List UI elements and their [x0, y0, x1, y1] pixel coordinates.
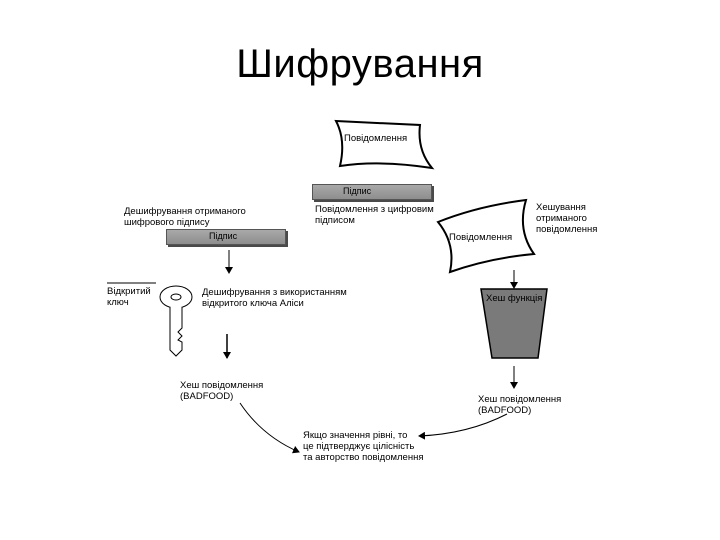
message-document-icon [334, 119, 435, 170]
hash-function-icon [480, 288, 548, 359]
arrow-hash-left-to-conclusion [239, 402, 300, 454]
signature-bar-top-label: Підпис [343, 186, 372, 196]
signed-message-label: Повідомлення з цифровим підписом [315, 204, 434, 226]
received-message-label: Повідомлення [449, 232, 513, 243]
signature-bar-left: Підпис [166, 229, 286, 245]
conclusion-label: Якщо значення рівні, то це підтверджує ц… [303, 430, 424, 463]
hash-function-label: Хеш функція [486, 293, 543, 304]
hash-right-label: Хеш повідомлення (BADFOOD) [478, 394, 562, 416]
signature-bar-top: Підпис [312, 184, 432, 200]
hash-left-label: Хеш повідомлення (BADFOOD) [180, 380, 264, 402]
hashing-label: Хешування отриманого повідомлення [536, 202, 598, 235]
decrypt-signature-label: Дешифрування отриманого шифрового підпис… [124, 206, 246, 228]
message-label: Повідомлення [344, 133, 408, 144]
decrypt-with-key-label: Дешифрування з використанням відкритого … [202, 287, 347, 309]
arrow-hash-right-to-conclusion [418, 413, 508, 440]
key-icon [159, 285, 193, 357]
public-key-label: Відкритий ключ [107, 286, 151, 308]
received-message-document-icon [436, 198, 536, 274]
signature-bar-left-label: Підпис [209, 231, 238, 241]
page-title: Шифрування [236, 42, 484, 86]
